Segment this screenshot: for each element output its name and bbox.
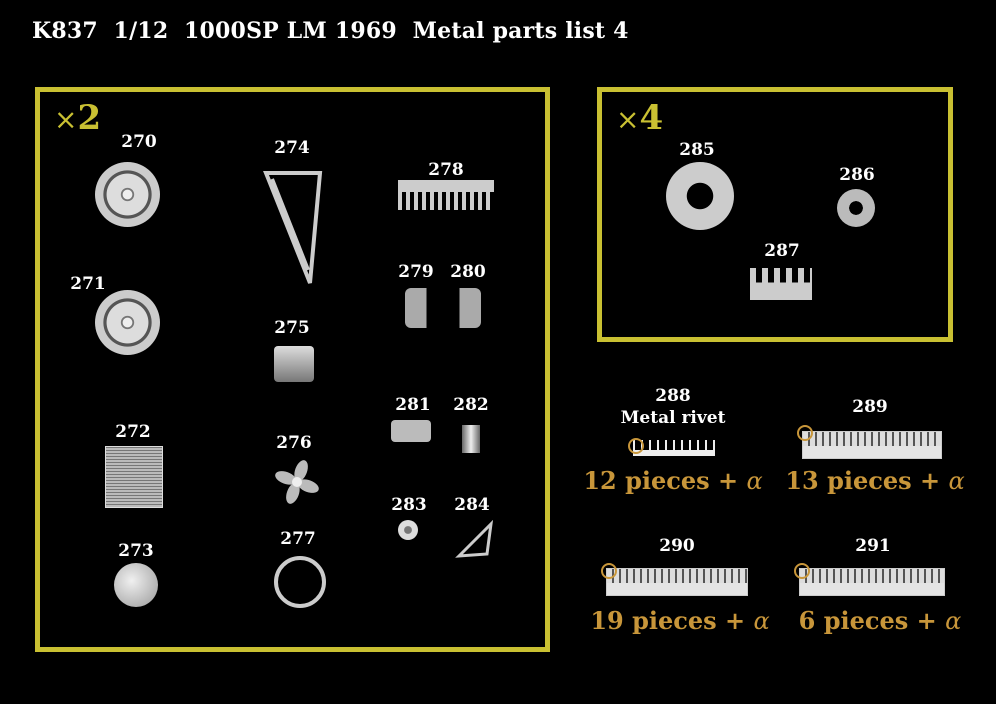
times-sign: ×	[616, 103, 640, 136]
part-287-image	[750, 268, 812, 300]
rivet-290-image	[606, 568, 748, 596]
part-number: 291	[855, 536, 891, 556]
page-title: K837 1/12 1000SP LM 1969 Metal parts lis…	[32, 18, 629, 44]
part-number: 272	[115, 422, 151, 442]
alpha: α	[753, 607, 770, 635]
part-number: 282	[453, 395, 489, 415]
count: 12	[583, 466, 617, 495]
highlight-circle	[601, 563, 617, 579]
group-x2-multiplier: ×2	[54, 98, 101, 138]
highlight-circle	[794, 563, 810, 579]
cap-273-image	[114, 563, 158, 607]
pieces-label: pieces +	[625, 466, 739, 495]
part-number: 281	[395, 395, 431, 415]
rivet-291-image	[799, 568, 945, 596]
alpha: α	[948, 467, 965, 495]
wheel-271-image	[95, 290, 160, 355]
count: 19	[590, 606, 624, 635]
part-number: 274	[274, 138, 310, 158]
rivet-289-image	[802, 431, 942, 459]
part-number: 271	[70, 274, 106, 294]
part-282-image	[462, 425, 480, 453]
part-283-image	[398, 520, 418, 540]
rivet-288-image	[633, 440, 715, 456]
part-number: 287	[764, 241, 800, 261]
pieces-label: pieces +	[632, 606, 746, 635]
part-number: 286	[839, 165, 875, 185]
group-x2-frame	[35, 87, 550, 652]
group-x4-multiplier: ×4	[616, 98, 663, 138]
part-number: 288	[655, 386, 691, 406]
part-number: 276	[276, 433, 312, 453]
part-number: 279	[398, 262, 434, 282]
group-x4-frame	[597, 87, 953, 342]
part-number: 273	[118, 541, 154, 561]
count: 13	[785, 466, 819, 495]
part-number: 290	[659, 536, 695, 556]
highlight-circle	[797, 425, 813, 441]
fan-276-image	[275, 460, 319, 504]
ring-277-image	[274, 556, 326, 608]
part-number: 275	[274, 318, 310, 338]
alpha: α	[945, 607, 962, 635]
alpha: α	[746, 467, 763, 495]
wheel-270-image	[95, 162, 160, 227]
multiplier-value: 2	[77, 98, 102, 138]
part-281-image	[391, 420, 431, 442]
part-number: 277	[280, 529, 316, 549]
pieces-count: 6 pieces + α	[799, 606, 962, 635]
pieces-count: 19 pieces + α	[590, 606, 769, 635]
rivet-label: Metal rivet	[620, 408, 726, 428]
arm-274-image	[263, 171, 323, 284]
pieces-count: 12 pieces + α	[583, 466, 762, 495]
pieces-label: pieces +	[823, 606, 937, 635]
part-number: 284	[454, 495, 490, 515]
pieces-label: pieces +	[827, 466, 941, 495]
highlight-circle	[628, 438, 644, 454]
part-284-image	[455, 520, 494, 558]
part-number: 283	[391, 495, 427, 515]
count: 6	[798, 606, 816, 635]
part-number: 289	[852, 397, 888, 417]
part-number: 285	[679, 140, 715, 160]
washer-285-image	[666, 162, 734, 230]
part-275-image	[274, 346, 314, 382]
part-number: 270	[121, 132, 157, 152]
grille-272-image	[105, 446, 163, 508]
times-sign: ×	[54, 103, 78, 136]
part-278-image	[398, 180, 494, 210]
multiplier-value: 4	[639, 98, 664, 138]
part-279-280-image	[405, 288, 481, 328]
part-number: 280	[450, 262, 486, 282]
pieces-count: 13 pieces + α	[785, 466, 964, 495]
washer-286-image	[837, 189, 875, 227]
part-number: 278	[428, 160, 464, 180]
